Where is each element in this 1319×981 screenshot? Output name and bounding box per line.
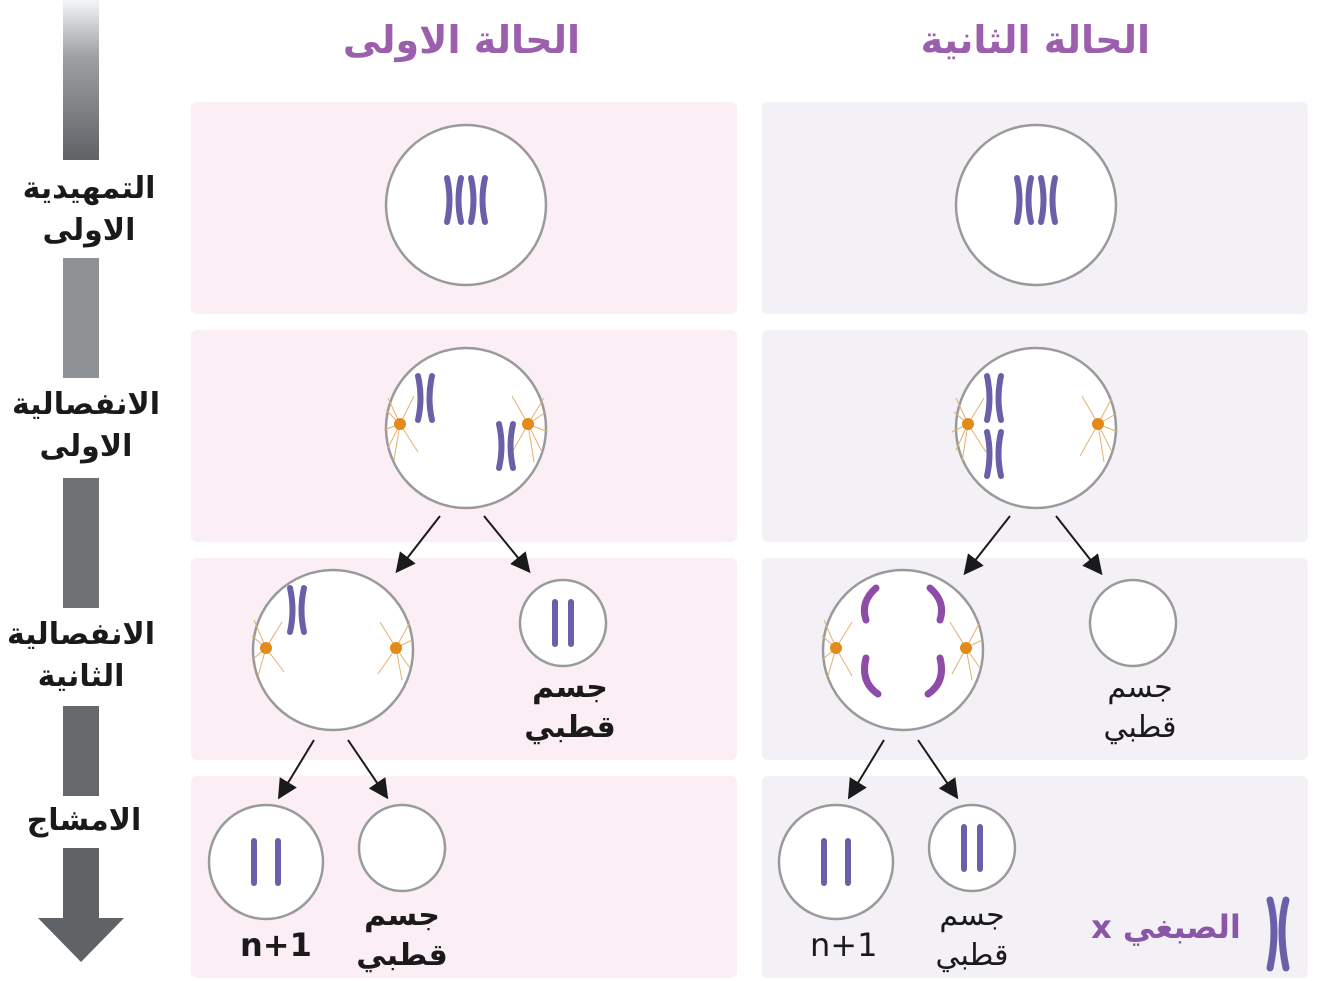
panel-case1-gametes [191, 776, 737, 978]
polar-body-case2-anaphase2 [1088, 578, 1178, 668]
polar-body-label-case2-anaphase2: جسم قطبي [1103, 670, 1177, 745]
legend-label: الصبغي x [1091, 908, 1241, 946]
cell-case2-prophase1 [954, 123, 1118, 287]
column-title-case1: الحالة الاولى [342, 18, 580, 62]
gamete-case2-egg [777, 803, 895, 921]
gamete-label-case1: n+1 [240, 926, 312, 964]
cell-case1-prophase1 [384, 123, 548, 287]
x-chromosome-legend-icon [1266, 896, 1290, 972]
stage-label-anaphase2: الانفصالية الثانية [6, 617, 155, 694]
polar-body-label-case1-anaphase2: جسم قطبي [524, 670, 616, 745]
gamete-case2-polar-body [927, 803, 1017, 893]
gamete-case1-polar-body [357, 803, 447, 893]
cell-case2-anaphase2 [821, 568, 985, 732]
stage-label-anaphase1: الانفصالية الاولى [11, 387, 160, 464]
polar-body-label-case2-gametes: جسم قطبي [935, 898, 1009, 973]
polar-body-label-case1-gametes: جسم قطبي [356, 898, 448, 973]
polar-body-case1-anaphase2 [518, 578, 608, 668]
cell-case2-anaphase1 [951, 346, 1119, 510]
stage-label-prophase1: التمهيدية الاولى [22, 171, 156, 248]
column-title-case2: الحالة الثانية [920, 18, 1150, 62]
timeline-arrow [38, 0, 124, 962]
gamete-label-case2: n+1 [810, 926, 878, 964]
stage-label-fertilization: الامشاج [26, 803, 142, 838]
cell-case1-anaphase2 [251, 568, 415, 732]
gamete-case1-egg [207, 803, 325, 921]
cell-case1-anaphase1 [383, 346, 549, 510]
panel-case2-gametes [762, 776, 1308, 978]
